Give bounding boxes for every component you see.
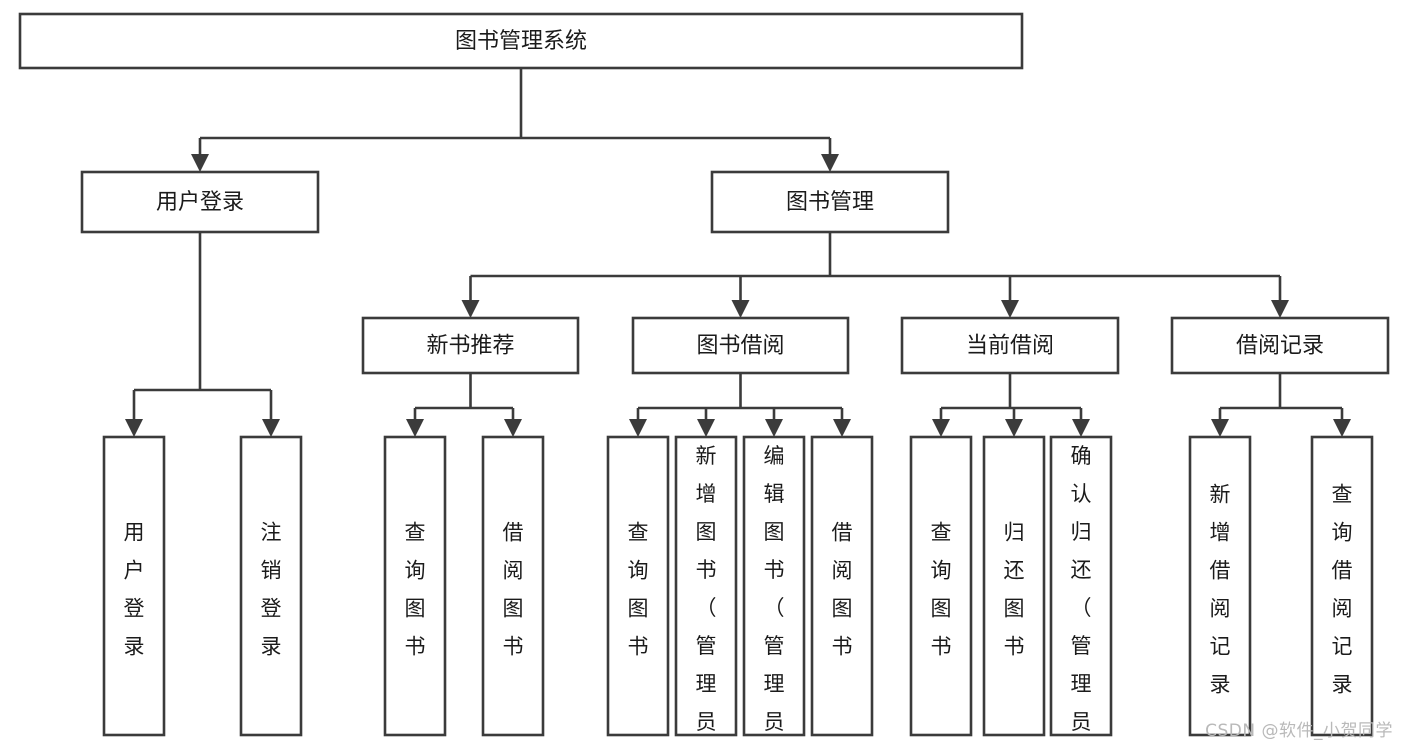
node-label-book-management: 图书管理 (786, 190, 874, 215)
node-box-undefined (18, 12, 1024, 70)
node-box-leaf-query-book-current (909, 435, 973, 737)
node-label-current-borrow: 当前借阅 (966, 334, 1054, 359)
node-label-user-login: 用户登录 (156, 190, 244, 215)
node-layer: 图书管理系统用户登录图书管理新书推荐图书借阅当前借阅借阅记录用户登录注销登录查询… (18, 12, 1390, 747)
node-box-leaf-user-login (102, 435, 166, 737)
node-label-leaf-query-borrow-record: 查询借阅记录 (1332, 483, 1353, 697)
node-leaf-edit-book-admin[interactable]: 编辑图书（管理员） (742, 435, 806, 747)
node-leaf-query-book-current[interactable]: 查询图书 (909, 435, 973, 737)
arrow-head-icon (504, 419, 522, 437)
node-label-leaf-add-book-admin: 新增图书（管理员） (696, 444, 717, 747)
node-box-leaf-return-book (982, 435, 1046, 737)
node-label-new-book-recommend: 新书推荐 (426, 334, 514, 359)
node-undefined[interactable]: 图书管理系统 (18, 12, 1024, 70)
node-current-borrow[interactable]: 当前借阅 (900, 316, 1120, 375)
arrow-head-icon (1333, 419, 1351, 437)
node-label-undefined: 图书管理系统 (455, 29, 587, 54)
node-box-leaf-edit-book-admin (742, 435, 806, 737)
node-box-leaf-add-book-admin (674, 435, 738, 737)
arrow-head-icon (932, 419, 950, 437)
arrow-head-icon (697, 419, 715, 437)
node-leaf-borrow-book-recommend[interactable]: 借阅图书 (481, 435, 545, 737)
node-book-borrow[interactable]: 图书借阅 (631, 316, 850, 375)
node-leaf-return-book[interactable]: 归还图书 (982, 435, 1046, 737)
arrow-head-icon (191, 154, 209, 172)
arrow-head-icon (833, 419, 851, 437)
node-label-leaf-query-book-recommend: 查询图书 (405, 521, 426, 659)
arrow-head-icon (461, 300, 480, 318)
csdn-watermark: CSDN @软件_小贺同学 (1205, 721, 1393, 741)
node-leaf-query-borrow-record[interactable]: 查询借阅记录 (1310, 435, 1374, 737)
node-box-leaf-borrow-book-recommend (481, 435, 545, 737)
arrow-head-icon (629, 419, 647, 437)
node-box-leaf-logout-login (239, 435, 303, 737)
arrow-head-icon (731, 300, 750, 318)
node-leaf-add-book-admin[interactable]: 新增图书（管理员） (674, 435, 738, 747)
node-leaf-confirm-return-admin[interactable]: 确认归还（管理员） (1049, 435, 1113, 747)
node-label-leaf-user-login: 用户登录 (124, 521, 145, 659)
node-label-leaf-borrow-book: 借阅图书 (832, 521, 853, 659)
arrow-head-icon (1072, 419, 1090, 437)
node-box-leaf-query-book-recommend (383, 435, 447, 737)
node-leaf-query-book-recommend[interactable]: 查询图书 (383, 435, 447, 737)
arrow-head-icon (1211, 419, 1229, 437)
arrow-head-icon (1271, 300, 1289, 318)
node-leaf-borrow-book[interactable]: 借阅图书 (810, 435, 874, 737)
node-box-leaf-query-borrow-record (1310, 435, 1374, 737)
node-label-leaf-borrow-book-recommend: 借阅图书 (503, 521, 524, 659)
node-box-leaf-borrow-book (810, 435, 874, 737)
node-box-leaf-add-borrow-record (1188, 435, 1252, 737)
node-box-user-login (80, 170, 320, 234)
node-label-leaf-confirm-return-admin: 确认归还（管理员） (1071, 444, 1092, 747)
node-leaf-user-login[interactable]: 用户登录 (102, 435, 166, 737)
arrow-head-icon (765, 419, 783, 437)
arrow-head-icon (1005, 419, 1023, 437)
node-box-leaf-query-book-borrow (606, 435, 670, 737)
node-new-book-recommend[interactable]: 新书推荐 (361, 316, 580, 375)
node-label-leaf-query-book-borrow: 查询图书 (628, 521, 649, 659)
node-borrow-record[interactable]: 借阅记录 (1170, 316, 1390, 375)
arrow-head-icon (125, 419, 143, 437)
node-box-book-management (710, 170, 950, 234)
arrow-head-icon (406, 419, 424, 437)
node-user-login[interactable]: 用户登录 (80, 170, 320, 234)
node-leaf-query-book-borrow[interactable]: 查询图书 (606, 435, 670, 737)
node-label-borrow-record: 借阅记录 (1236, 334, 1324, 359)
arrow-head-icon (262, 419, 280, 437)
node-label-leaf-logout-login: 注销登录 (261, 521, 282, 659)
node-box-leaf-confirm-return-admin (1049, 435, 1113, 737)
node-label-book-borrow: 图书借阅 (696, 334, 784, 359)
arrow-head-icon (1001, 300, 1019, 318)
node-label-leaf-add-borrow-record: 新增借阅记录 (1210, 483, 1231, 697)
node-label-leaf-return-book: 归还图书 (1004, 521, 1025, 659)
node-box-borrow-record (1170, 316, 1390, 375)
node-label-leaf-edit-book-admin: 编辑图书（管理员） (764, 444, 785, 747)
node-leaf-logout-login[interactable]: 注销登录 (239, 435, 303, 737)
node-box-current-borrow (900, 316, 1120, 375)
connector-layer (125, 68, 1351, 437)
node-box-new-book-recommend (361, 316, 580, 375)
node-book-management[interactable]: 图书管理 (710, 170, 950, 234)
node-label-leaf-query-book-current: 查询图书 (931, 521, 952, 659)
node-leaf-add-borrow-record[interactable]: 新增借阅记录 (1188, 435, 1252, 737)
arrow-head-icon (821, 154, 839, 172)
node-box-book-borrow (631, 316, 850, 375)
